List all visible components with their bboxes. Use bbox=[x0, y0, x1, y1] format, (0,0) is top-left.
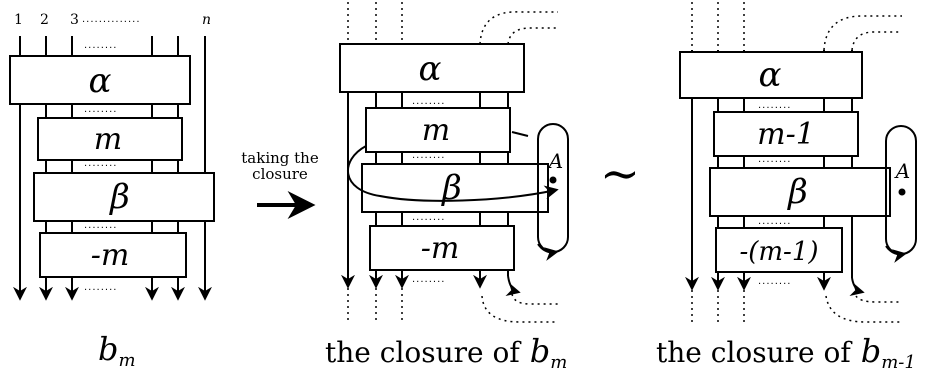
box-m bbox=[365, 107, 511, 153]
strand-number-3: 3 bbox=[70, 12, 79, 28]
bottom-dots: ........ bbox=[412, 274, 445, 285]
marker-dot bbox=[898, 188, 906, 196]
inner-dots: ........ bbox=[84, 104, 117, 115]
box-neg-m-minus-1 bbox=[715, 227, 843, 273]
box-beta bbox=[361, 163, 549, 213]
marker-A: A bbox=[894, 159, 910, 183]
arrow-label-line2: closure bbox=[252, 165, 308, 183]
box-m-minus-1-label: m-1 bbox=[757, 117, 815, 152]
inner-dots: ........ bbox=[412, 212, 445, 223]
closure-arrow: taking the closure bbox=[241, 149, 319, 219]
strand-number-n: n bbox=[202, 12, 211, 28]
box-beta-label: β bbox=[786, 172, 808, 212]
top-dots: .............. bbox=[82, 14, 141, 25]
conjugation-loop bbox=[347, 131, 556, 201]
box-alpha bbox=[339, 43, 525, 93]
box-neg-m-label: -m bbox=[91, 238, 130, 273]
box-neg-m bbox=[369, 225, 515, 271]
arrow-label-line1: taking the bbox=[241, 149, 319, 167]
box-beta bbox=[709, 167, 891, 217]
bottom-dots: ........ bbox=[758, 276, 791, 287]
box-beta-label: β bbox=[108, 177, 130, 217]
strand-number-2: 2 bbox=[40, 12, 49, 28]
panel-closure-bm: ........ ........ ........ ........ α m … bbox=[325, 2, 568, 373]
panel-braid-bm: 1 2 3 .............. n ........ α ......… bbox=[9, 12, 215, 371]
bottom-dots: ........ bbox=[84, 282, 117, 293]
inner-dots: ........ bbox=[758, 216, 791, 227]
box-neg-m bbox=[39, 232, 187, 278]
box-alpha-label: α bbox=[759, 55, 782, 95]
inner-dots: ........ bbox=[758, 100, 791, 111]
box-m bbox=[37, 117, 183, 161]
box-beta-label: β bbox=[440, 168, 462, 208]
strand-number-1: 1 bbox=[14, 12, 23, 28]
inner-dots: ........ bbox=[84, 40, 117, 51]
box-m-minus-1 bbox=[713, 111, 859, 157]
box-alpha-label: α bbox=[419, 49, 442, 89]
similarity-symbol: ∼ bbox=[600, 146, 640, 202]
marker-dot bbox=[549, 176, 557, 184]
caption-bm: bm bbox=[98, 330, 136, 371]
box-neg-m-label: -m bbox=[421, 231, 460, 266]
box-alpha bbox=[679, 51, 863, 99]
box-neg-m-minus-1-label: -(m-1) bbox=[739, 237, 818, 267]
box-m-label: m bbox=[94, 122, 122, 157]
box-m-label: m bbox=[422, 113, 450, 148]
inner-dots: ........ bbox=[758, 154, 791, 165]
panel-closure-bm-minus-1: ........ ........ ........ ........ α m-… bbox=[656, 2, 917, 373]
marker-A: A bbox=[547, 149, 563, 173]
inner-dots: ........ bbox=[84, 220, 117, 231]
box-alpha bbox=[9, 55, 191, 105]
inner-dots: ........ bbox=[412, 96, 445, 107]
box-alpha-label: α bbox=[89, 61, 112, 101]
inner-dots: ........ bbox=[84, 158, 117, 169]
inner-dots: ........ bbox=[412, 150, 445, 161]
box-beta bbox=[33, 172, 215, 222]
